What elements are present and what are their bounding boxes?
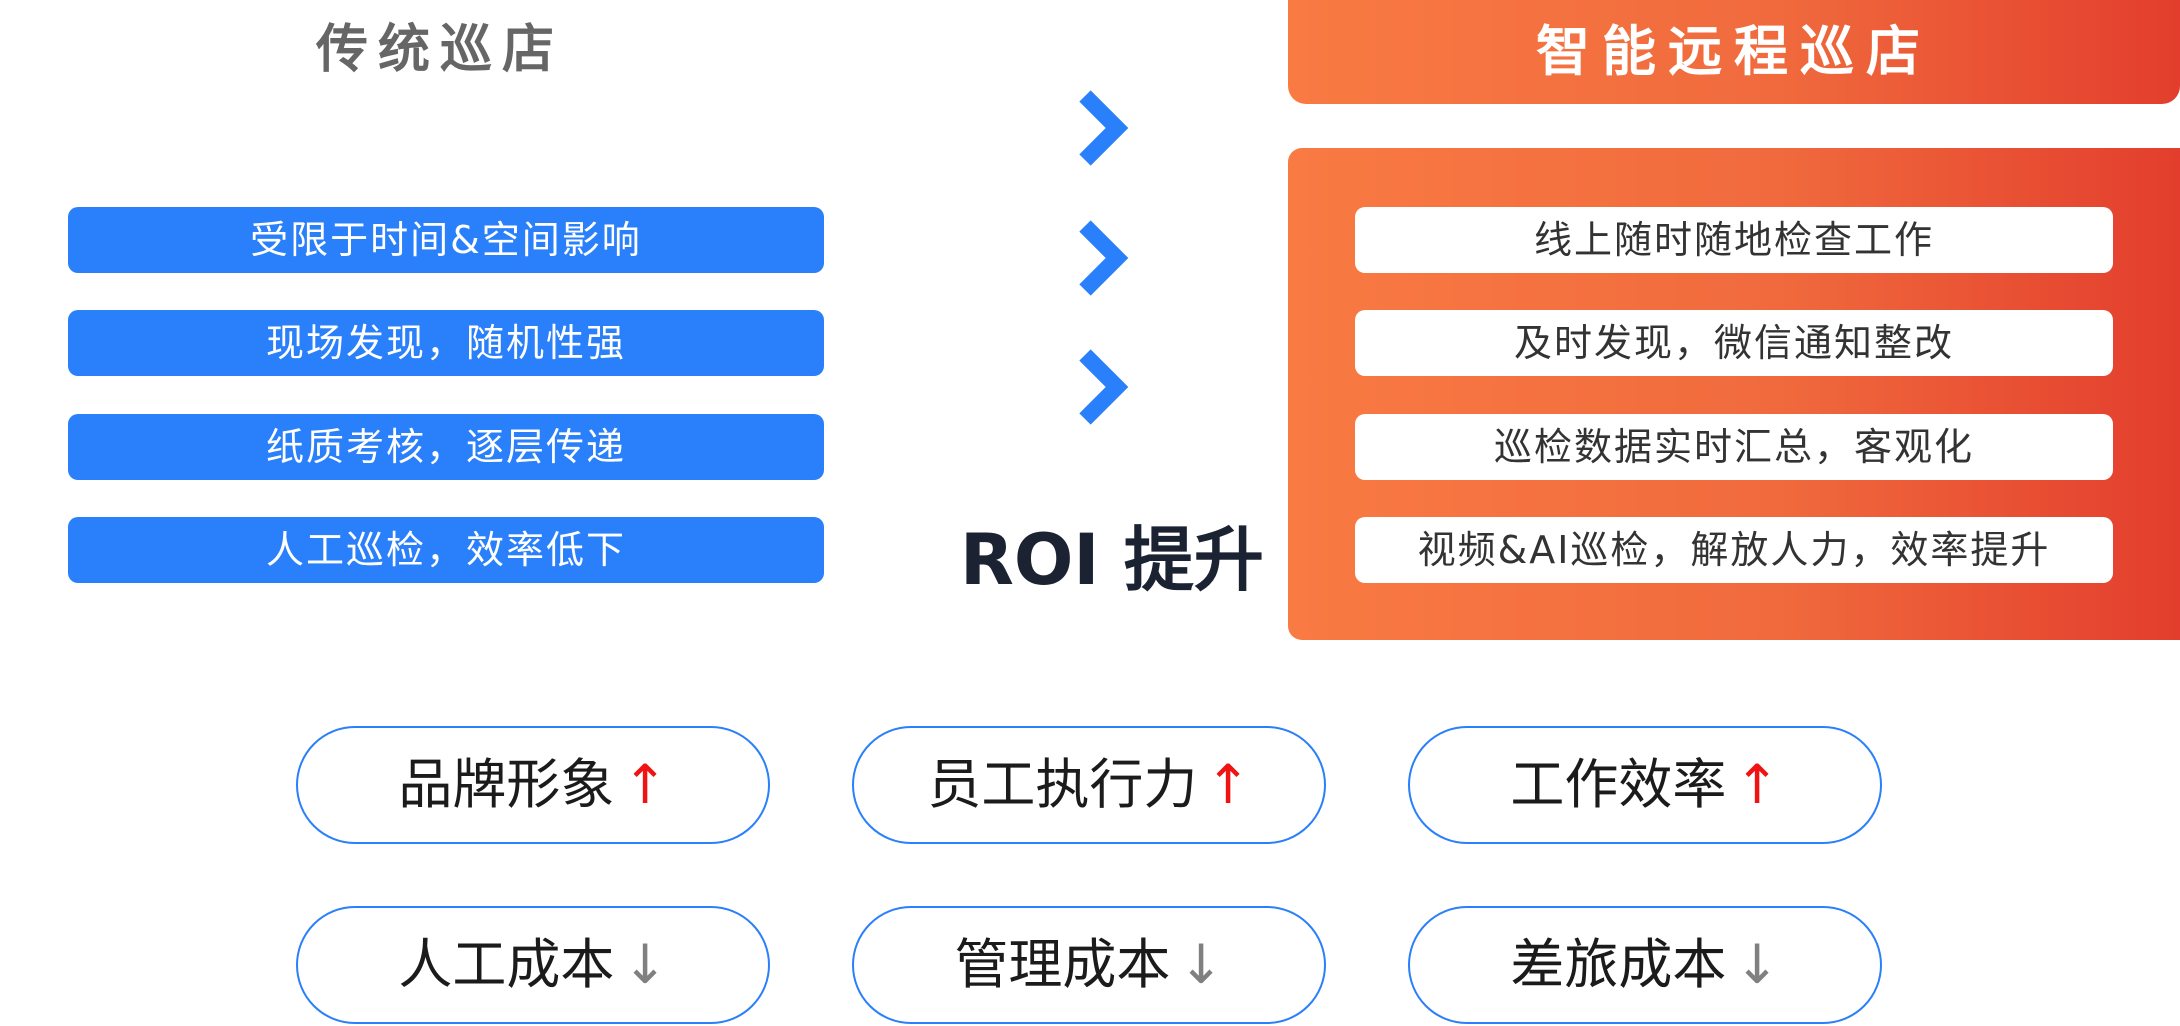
down-arrow-icon: ↓ <box>622 933 668 996</box>
benefit-label: 品牌形象 <box>398 753 615 816</box>
traditional-title: 传统巡店 <box>315 20 564 80</box>
smart-item-2: 及时发现，微信通知整改 <box>1355 310 2113 376</box>
down-arrow-icon: ↓ <box>1734 933 1780 996</box>
benefit-label: 管理成本 <box>954 933 1171 996</box>
benefit-pill-brand-image: 品牌形象↑ <box>296 726 770 844</box>
smart-item-4: 视频&AI巡检，解放人力，效率提升 <box>1355 517 2113 583</box>
benefit-label: 人工成本 <box>398 933 615 996</box>
benefit-label: 工作效率 <box>1510 753 1727 816</box>
up-arrow-icon: ↑ <box>1734 753 1780 816</box>
down-arrow-icon: ↓ <box>1178 933 1224 996</box>
smart-item-3: 巡检数据实时汇总，客观化 <box>1355 414 2113 480</box>
chevron-right-icon <box>1079 349 1129 425</box>
benefit-pill-management-cost: 管理成本↓ <box>852 906 1326 1024</box>
benefit-pill-labor-cost: 人工成本↓ <box>296 906 770 1024</box>
benefit-pill-staff-execution: 员工执行力↑ <box>852 726 1326 844</box>
up-arrow-icon: ↑ <box>622 753 668 816</box>
chevron-right-icon <box>1079 220 1129 296</box>
smart-title: 智能远程巡店 <box>1288 0 2180 104</box>
smart-item-1: 线上随时随地检查工作 <box>1355 207 2113 273</box>
benefit-label: 员工执行力 <box>927 753 1198 816</box>
chevron-right-icon <box>1079 90 1129 166</box>
benefit-label: 差旅成本 <box>1510 933 1727 996</box>
traditional-item-4: 人工巡检，效率低下 <box>68 517 824 583</box>
roi-label: ROI 提升 <box>960 519 1264 601</box>
traditional-item-1: 受限于时间&空间影响 <box>68 207 824 273</box>
traditional-item-2: 现场发现，随机性强 <box>68 310 824 376</box>
benefit-pill-travel-cost: 差旅成本↓ <box>1408 906 1882 1024</box>
benefit-pill-work-efficiency: 工作效率↑ <box>1408 726 1882 844</box>
up-arrow-icon: ↑ <box>1205 753 1251 816</box>
traditional-item-3: 纸质考核，逐层传递 <box>68 414 824 480</box>
